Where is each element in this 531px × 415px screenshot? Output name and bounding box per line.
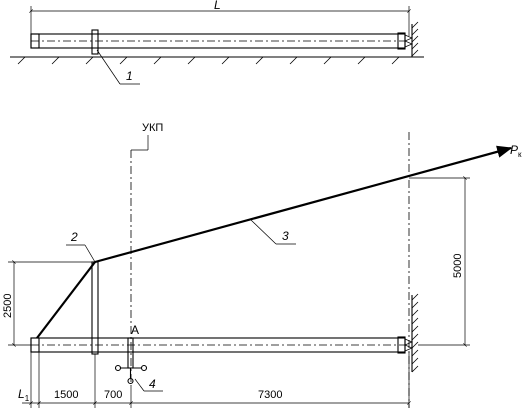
force-label: Pк (510, 143, 522, 159)
force-label-main: P (510, 143, 518, 157)
callout-1: 1 (96, 49, 140, 85)
main-right-wall (411, 293, 419, 373)
bottom-dimensions: L1 1500 700 7300 (18, 352, 409, 408)
dimension-7300-label: 7300 (258, 389, 282, 401)
dimension-l-label: L (214, 0, 221, 12)
top-pipe (30, 29, 413, 55)
point-a: A (114, 323, 148, 385)
callout-2: 2 (66, 230, 96, 263)
dimension-l1-main: L (18, 387, 25, 401)
top-right-wall (411, 21, 419, 57)
point-a-label: A (131, 323, 139, 337)
callout-3: 3 (250, 219, 296, 245)
callout-1-label: 1 (126, 69, 133, 83)
callout-4: 4 (134, 377, 163, 392)
dimension-700-label: 700 (104, 389, 122, 401)
dimension-l1-label: L1 (18, 387, 30, 403)
main-view: УКП (2, 122, 522, 408)
pull-cable (94, 145, 513, 264)
dimension-l1-sub: 1 (25, 394, 30, 403)
ukp-label: УКП (142, 122, 163, 134)
callout-3-label: 3 (282, 229, 289, 243)
dimension-l: L (29, 0, 411, 36)
callout-4-label: 4 (149, 377, 156, 391)
main-pipe (30, 336, 413, 354)
dimension-1500-label: 1500 (54, 389, 78, 401)
force-label-sub: к (518, 150, 522, 159)
strut-line (36, 261, 96, 339)
callout-2-label: 2 (70, 230, 78, 244)
dimension-5000-label: 5000 (452, 254, 464, 278)
top-view: L (10, 0, 424, 85)
dimension-5000: 5000 (409, 176, 470, 347)
top-ground (10, 56, 424, 65)
post (91, 261, 99, 355)
ukp-line: УКП (130, 122, 163, 386)
dimension-2500-label: 2500 (2, 294, 14, 318)
dimension-2500: 2500 (2, 260, 92, 347)
